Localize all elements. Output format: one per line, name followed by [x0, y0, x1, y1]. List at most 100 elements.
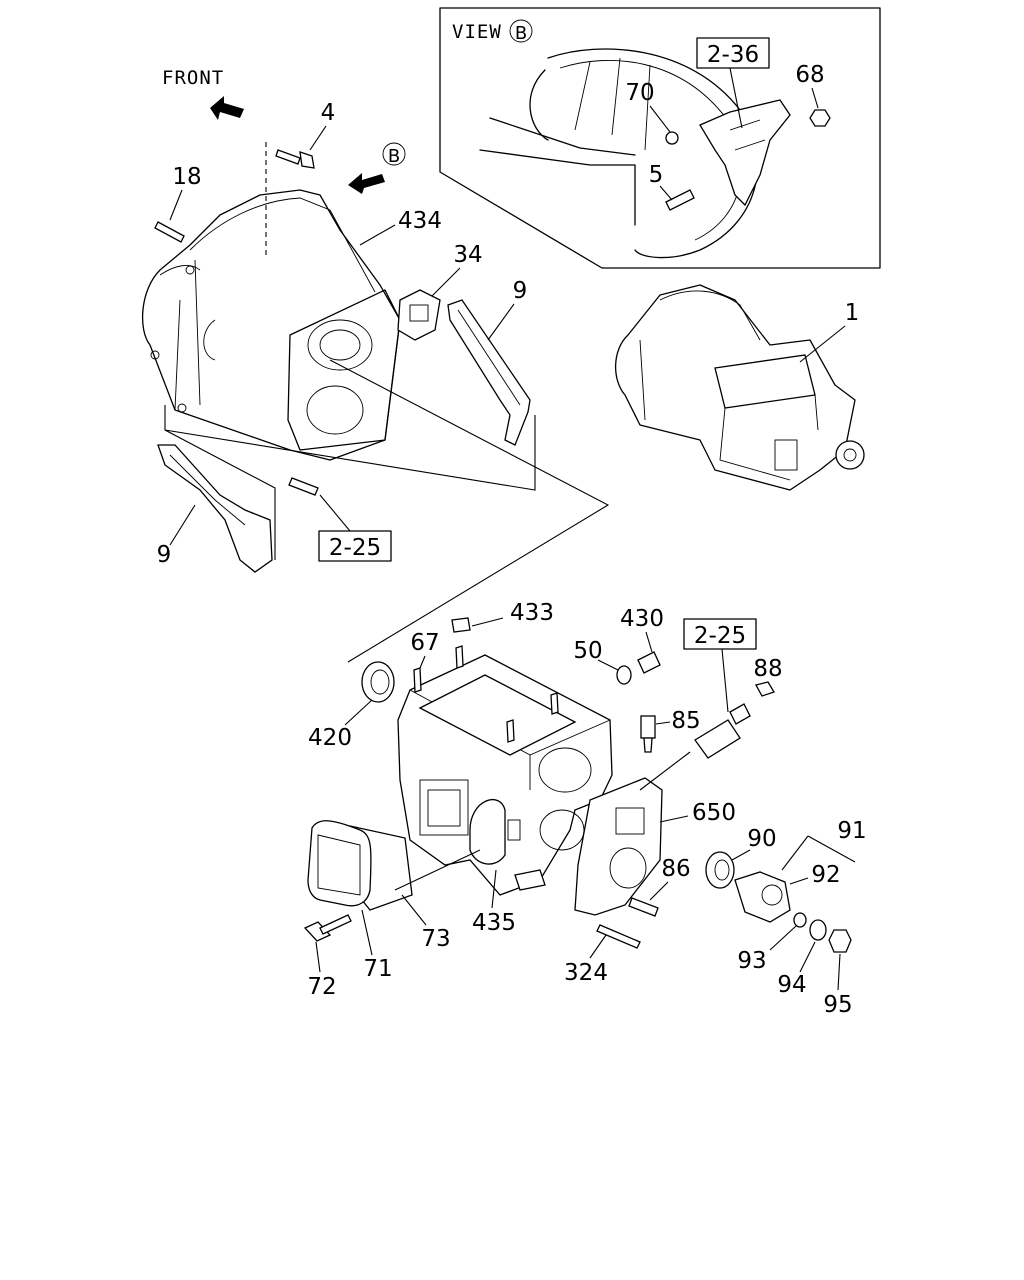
part-label-67[interactable]: 67: [410, 630, 439, 656]
part-label-18[interactable]: 18: [172, 164, 201, 190]
leader-50: [597, 659, 619, 671]
part-label-92[interactable]: 92: [811, 862, 840, 888]
ref-box-2-36[interactable]: [696, 37, 770, 69]
part-label-434[interactable]: 434: [398, 208, 442, 234]
rear-cover-650-bore: [609, 847, 647, 889]
ref-box-2-25-left-label: 2-25: [329, 535, 381, 561]
inset-frame: [439, 7, 881, 269]
part-label-95[interactable]: 95: [823, 992, 852, 1018]
part-label-420[interactable]: 420: [308, 725, 352, 751]
housing-upper-bore: [307, 319, 373, 371]
case-top-face: [418, 674, 577, 756]
inset-ribs: [574, 57, 651, 151]
part-label-9-left[interactable]: 9: [157, 542, 172, 568]
part-label-88[interactable]: 88: [753, 656, 782, 682]
leader-67: [419, 655, 426, 669]
part-label-650[interactable]: 650: [692, 800, 736, 826]
plug-430: [637, 651, 661, 674]
part-label-430[interactable]: 430: [620, 606, 664, 632]
part-label-68[interactable]: 68: [795, 62, 824, 88]
housing-top-rim: [189, 197, 376, 293]
leader-85: [655, 721, 671, 725]
part-label-9-right[interactable]: 9: [513, 278, 528, 304]
case-tag: [507, 819, 521, 841]
leader-9-left: [169, 504, 196, 546]
housing-hole-2: [150, 350, 160, 360]
part-label-90[interactable]: 90: [747, 826, 776, 852]
stud-67-a: [413, 667, 422, 693]
case-side-window: [419, 779, 469, 836]
part-label-70[interactable]: 70: [625, 80, 654, 106]
bolt-72-head: [303, 921, 332, 942]
leader-430: [645, 631, 653, 653]
bracket-9-left: [157, 444, 273, 573]
part-label-72[interactable]: 72: [307, 974, 336, 1000]
view-letter: B: [515, 23, 527, 44]
bracket-9-right: [447, 299, 531, 446]
view-b-inset: VIEW B 2-36 70 68 5: [439, 7, 881, 269]
leader-2-36: [729, 67, 743, 129]
seal-420-inner: [370, 669, 390, 695]
switch-85: [640, 715, 656, 739]
flange-92-hub: [761, 884, 783, 906]
leader-324: [589, 934, 607, 959]
part-label-91[interactable]: 91: [837, 818, 866, 844]
bolt-4: [275, 149, 301, 165]
part-label-5[interactable]: 5: [649, 162, 664, 188]
leader-34: [431, 267, 461, 297]
housing-hole-1: [185, 265, 195, 275]
part-label-73[interactable]: 73: [421, 926, 450, 952]
part-label-93[interactable]: 93: [737, 948, 766, 974]
speedo-sensor-cap: [729, 703, 751, 725]
o-ring-93: [793, 912, 807, 928]
leader-70: [649, 105, 671, 133]
inset-nut-68: [809, 109, 831, 127]
housing-front-flange: [159, 259, 201, 406]
part-label-86[interactable]: 86: [661, 856, 690, 882]
part-label-34[interactable]: 34: [453, 242, 482, 268]
part-label-94[interactable]: 94: [777, 972, 806, 998]
leader-93: [769, 925, 797, 951]
part-label-4[interactable]: 4: [321, 100, 336, 126]
transmission-assembly-1: [614, 284, 865, 491]
part-label-50[interactable]: 50: [573, 638, 602, 664]
case-side-window-inner: [427, 789, 461, 827]
housing-outline: [141, 189, 401, 461]
part-label-71[interactable]: 71: [363, 956, 392, 982]
leader-18: [169, 189, 183, 221]
part-label-85[interactable]: 85: [671, 708, 700, 734]
leader-650-sensor: [639, 751, 691, 791]
view-marker-circle: [382, 142, 406, 166]
ref-box-2-25-right-label: 2-25: [694, 623, 746, 649]
case-foot: [514, 869, 546, 891]
leader-2-25-right: [721, 648, 729, 713]
leader-94: [799, 941, 816, 973]
housing-detail: [174, 299, 216, 411]
seal-420: [361, 661, 395, 703]
assembly-bell-ribs: [639, 290, 761, 421]
speedo-sensor: [694, 719, 741, 759]
rear-cover-650-port: [615, 807, 645, 835]
leader-91: [781, 835, 856, 871]
leader-73: [401, 894, 427, 926]
part-label-435[interactable]: 435: [472, 910, 516, 936]
front-label: FRONT: [162, 67, 224, 89]
leader-86: [649, 881, 669, 901]
inset-body-lines: [479, 117, 636, 226]
ref-box-2-36-label: 2-36: [707, 42, 759, 68]
inset-bracket-detail: [729, 119, 766, 151]
ref-box-2-25-right[interactable]: [683, 618, 757, 650]
ref-box-2-25-left[interactable]: [318, 530, 392, 562]
part-label-324[interactable]: 324: [564, 960, 608, 986]
assembly-outline: [614, 284, 856, 491]
housing-lower-bore: [306, 385, 364, 435]
front-arrow-icon: [210, 96, 244, 120]
bracket-9-left-line: [169, 454, 246, 526]
part-label-433[interactable]: 433: [510, 600, 554, 626]
part-label-1[interactable]: 1: [845, 300, 860, 326]
cover-71: [307, 820, 372, 907]
housing-hole-3: [177, 403, 187, 413]
cover-guide-line: [394, 849, 481, 891]
